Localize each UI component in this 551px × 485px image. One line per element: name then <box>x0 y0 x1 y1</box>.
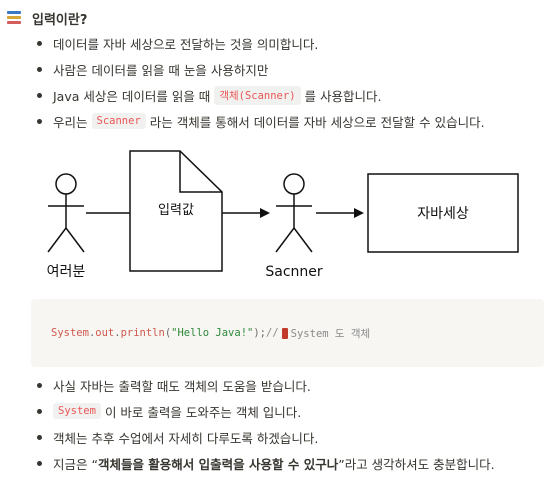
bullet-list-bottom: 사실 자바는 출력할 때도 객체의 도움을 받습니다. System 이 바로 … <box>32 372 495 476</box>
java-world-box <box>367 173 519 253</box>
list-item: System 이 바로 출력을 도와주는 객체 입니다. <box>32 398 495 424</box>
document-fold <box>179 151 222 193</box>
person-right-label: Sacnner <box>265 264 323 280</box>
code-block: System.out.println("Hello Java!"); //Sys… <box>31 299 544 367</box>
list-item: 우리는 Scanner 라는 객체를 통해서 데이터를 자바 세상으로 전달할 … <box>32 108 485 134</box>
document-shape <box>129 150 223 272</box>
section-heading: 입력이란? <box>6 8 87 28</box>
heading-title: 입력이란? <box>32 12 88 28</box>
list-item: 지금은 “객체들을 활용해서 입출력을 사용할 수 있구나”라고 생각하셔도 충… <box>32 450 495 476</box>
list-item: 사람은 데이터를 읽을 때 눈을 사용하지만 <box>32 56 485 82</box>
list-item: 객체는 추후 수업에서 자세히 다루도록 하겠습니다. <box>32 424 495 450</box>
bullet-list-top: 데이터를 자바 세상으로 전달하는 것을 의미합니다. 사람은 데이터를 읽을 … <box>32 30 485 134</box>
inline-code: Scanner <box>91 113 146 129</box>
list-icon <box>6 10 24 26</box>
input-flow-diagram: 여러분 입력값 Sacnner 자바세상 <box>47 150 519 280</box>
document-label: 입력값 <box>158 203 194 218</box>
red-marker-icon <box>281 327 288 339</box>
person-left-icon <box>47 173 85 253</box>
inline-code: 객체(Scanner) <box>214 85 301 105</box>
person-right-icon <box>275 173 313 253</box>
inline-code: System <box>53 403 101 419</box>
list-item: 데이터를 자바 세상으로 전달하는 것을 의미합니다. <box>32 30 485 56</box>
java-world-label: 자바세상 <box>417 206 469 222</box>
person-left-label: 여러분 <box>47 264 86 280</box>
list-item: 사실 자바는 출력할 때도 객체의 도움을 받습니다. <box>32 372 495 398</box>
list-item: Java 세상은 데이터를 읽을 때 객체(Scanner) 를 사용합니다. <box>32 82 485 108</box>
